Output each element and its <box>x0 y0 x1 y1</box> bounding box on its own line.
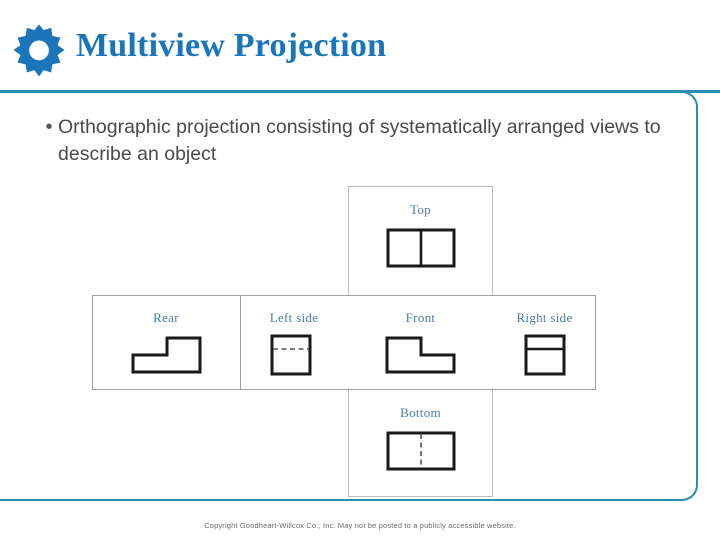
view-shape-right-side <box>524 334 566 376</box>
bullet-list: • Orthographic projection consisting of … <box>40 114 680 168</box>
bullet-marker: • <box>45 116 53 138</box>
copyright-notice: Copyright Goodheart-Willcox Co., Inc. Ma… <box>204 521 516 530</box>
view-label-bottom: Bottom <box>400 405 441 420</box>
view-shape-left-side <box>270 334 312 376</box>
gear-icon <box>13 24 65 77</box>
view-label-rear: Rear <box>153 310 179 325</box>
list-item: • Orthographic projection consisting of … <box>40 114 680 168</box>
page-title: Multiview Projection <box>76 27 387 64</box>
view-label-front: Front <box>405 310 436 325</box>
view-shape-front <box>385 336 456 374</box>
bullet-text: Orthographic projection consisting of sy… <box>58 116 661 165</box>
view-shape-bottom <box>386 431 456 471</box>
title-divider <box>0 90 720 93</box>
view-shape-top <box>386 228 456 268</box>
view-shape-rear <box>131 336 202 374</box>
slide-header: Multiview Projection <box>0 0 720 95</box>
diagram-divider-rear-left <box>240 295 241 390</box>
multiview-projection-diagram: Top Rear Left side Front Right side <box>92 186 596 498</box>
view-label-right-side: Right side <box>516 310 573 325</box>
view-label-top: Top <box>410 202 431 217</box>
view-label-left-side: Left side <box>269 310 319 325</box>
